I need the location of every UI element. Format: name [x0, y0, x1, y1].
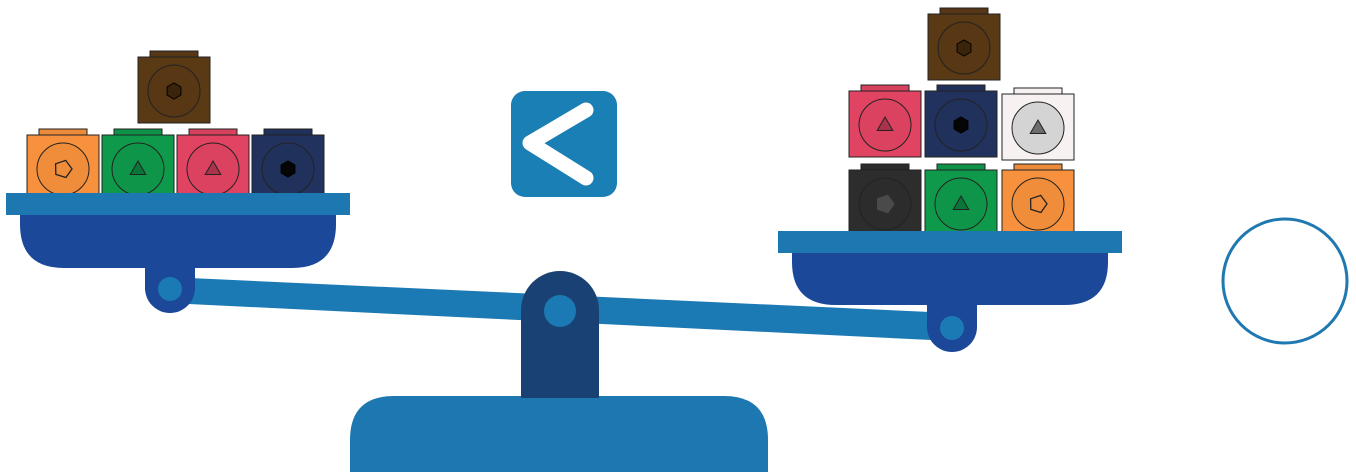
cube-circle [1012, 178, 1064, 230]
left-pan-platform [6, 193, 350, 215]
hexagon-icon [281, 161, 295, 177]
empty-answer-circle[interactable] [1223, 219, 1347, 343]
cube [1002, 164, 1074, 236]
right-pan-platform [778, 231, 1122, 253]
hexagon-icon [167, 83, 181, 99]
right-hanger-pin [940, 316, 964, 340]
cube [849, 85, 921, 157]
left-pan [6, 51, 350, 268]
pivot-pin [544, 295, 576, 327]
cube [252, 129, 324, 201]
scale-base [350, 396, 768, 472]
hexagon-icon [954, 117, 968, 133]
scale-pivot [521, 271, 599, 398]
right-pan-cubes [849, 8, 1074, 236]
left-pan-bowl [20, 212, 336, 268]
cube [27, 129, 99, 201]
left-hanger-pin [158, 277, 182, 301]
hexagon-icon [957, 40, 971, 56]
right-pan [778, 8, 1122, 305]
left-pan-cubes [27, 51, 324, 201]
right-pan-bowl [792, 250, 1108, 305]
cube [925, 85, 997, 157]
comparison-symbol-box[interactable] [511, 91, 617, 197]
cube-circle [37, 143, 89, 195]
cube [925, 164, 997, 236]
cube [1002, 88, 1074, 160]
cube [849, 164, 921, 236]
cube [177, 129, 249, 201]
cube [928, 8, 1000, 80]
cube [138, 51, 210, 123]
cube [102, 129, 174, 201]
